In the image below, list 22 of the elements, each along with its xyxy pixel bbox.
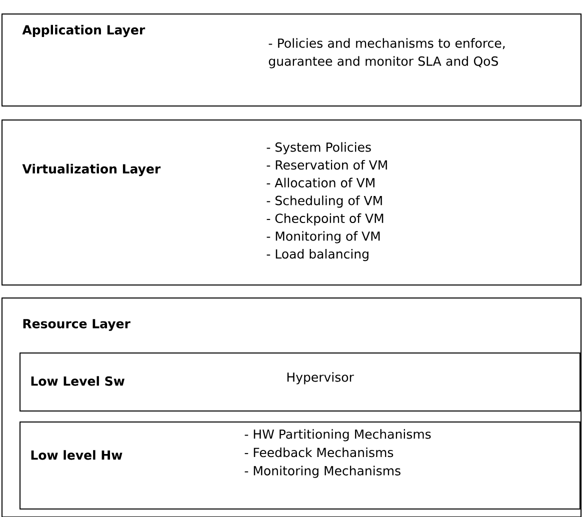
description-text: - HW Partitioning Mechanisms [244,429,431,442]
sublayer-box [20,352,580,412]
description-text: - Monitoring of VM [266,231,380,244]
layer-heading: Low level Hw [31,450,122,460]
description-text: - Scheduling of VM [266,196,382,208]
sublayer-box [20,421,580,510]
layer-heading: Resource Layer [23,319,130,331]
description-text: - Allocation of VM [266,178,374,188]
description-text: - Reservation of VM [266,160,387,170]
description-text: - Checkpoint of VM [266,213,384,226]
layer-box [2,120,582,286]
description-text: - Feedback Mechanisms [244,447,394,458]
layer-heading: Low Level Sw [31,376,124,386]
description-text: - Monitoring Mechanisms [244,466,400,478]
layer-box [2,298,582,517]
layer-heading: Application Layer [22,24,146,38]
layer-heading: Virtualization Layer [22,164,161,176]
description-text: Hypervisor [287,372,354,384]
description-text: - System Policies [266,142,371,154]
description-text: - Load balancing [266,248,368,262]
layer-box [2,14,582,106]
description-text: - Policies and mechanisms to enforce, guarantee and monitor SLA and QoS [268,38,505,68]
